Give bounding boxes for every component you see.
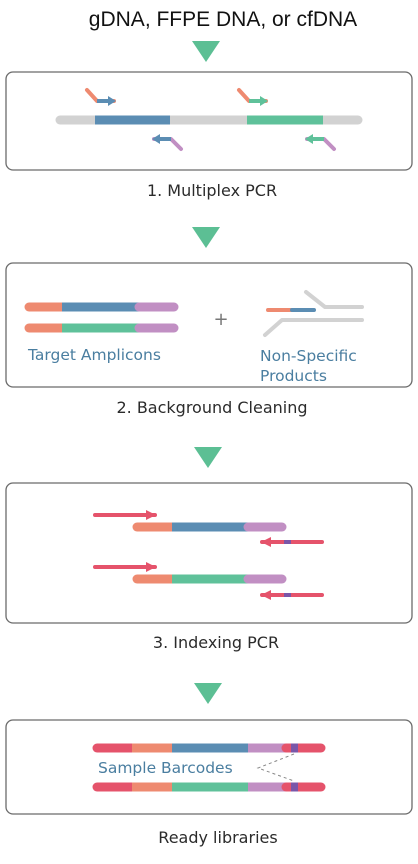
down-arrow-icon [194,683,222,704]
non-specific-label-line1: Non-Specific [260,347,357,365]
forward-primer-left [85,88,116,106]
forward-primer-right [237,88,268,106]
index-primer-reverse [260,537,324,547]
reverse-primer-right [305,134,336,151]
step-label-ready-libraries: Ready libraries [158,828,277,847]
library-fragment-blue [92,743,326,753]
background-cleaning-panel: Target Amplicons + Non-Specific Products [5,262,413,388]
non-specific-products-graphic [263,290,364,337]
library-fragment-green [92,782,326,792]
target-amplicons-label: Target Amplicons [27,346,161,364]
multiplex-pcr-panel [5,71,413,171]
barcode-marker [291,743,298,753]
barcode-pointer-lines [256,753,295,782]
step-label-multiplex-pcr: 1. Multiplex PCR [147,181,277,200]
step-label-indexing-pcr: 3. Indexing PCR [153,633,279,652]
down-arrow-icon [192,41,220,62]
non-specific-label-line2: Products [260,367,327,385]
index-primer-reverse [260,590,324,600]
down-arrow-icon [194,447,222,468]
input-sample-title: gDNA, FFPE DNA, or cfDNA [89,8,357,31]
reverse-primer-left [152,134,183,151]
barcode-marker [291,782,298,792]
ready-libraries-panel: Sample Barcodes [5,719,413,815]
plus-icon: + [213,309,228,330]
sample-barcodes-label: Sample Barcodes [98,759,233,777]
indexing-pcr-panel [5,482,413,624]
down-arrow-icon [192,227,220,248]
step-label-background-cleaning: 2. Background Cleaning [116,398,307,417]
